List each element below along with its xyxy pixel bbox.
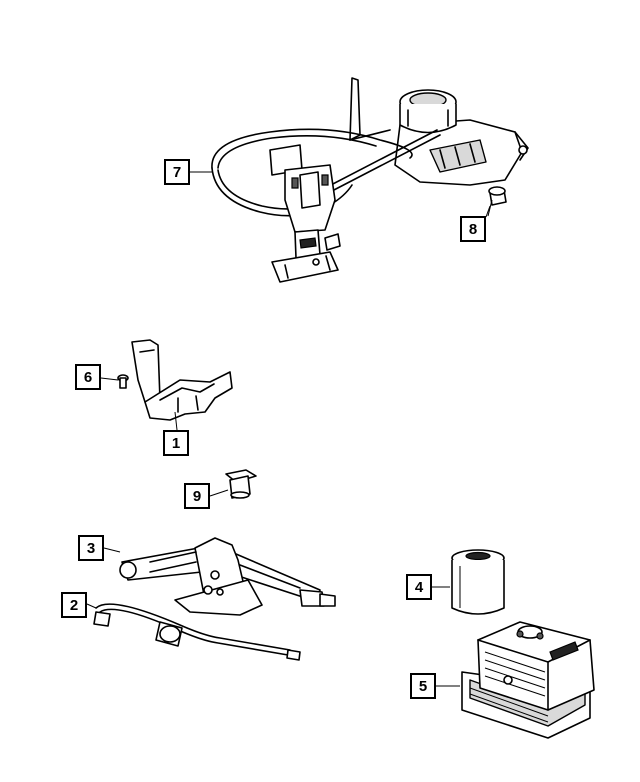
jack-bracket	[117, 339, 233, 421]
callout-5: 5	[410, 673, 436, 699]
callout-7: 7	[164, 159, 190, 185]
spare-tire-carrier-assembly	[211, 77, 529, 283]
callout-6: 6	[75, 364, 101, 390]
air-compressor	[461, 621, 595, 739]
leader-lines	[86, 171, 491, 687]
jack-handle	[93, 603, 301, 661]
callout-4: 4	[406, 574, 432, 600]
sealant-canister	[451, 549, 505, 615]
callout-2: 2	[61, 592, 87, 618]
callout-3: 3	[78, 535, 104, 561]
callout-1: 1	[163, 430, 189, 456]
callout-8: 8	[460, 216, 486, 242]
scissor-jack	[119, 537, 336, 616]
cap-nut	[225, 469, 257, 499]
callout-9: 9	[184, 483, 210, 509]
